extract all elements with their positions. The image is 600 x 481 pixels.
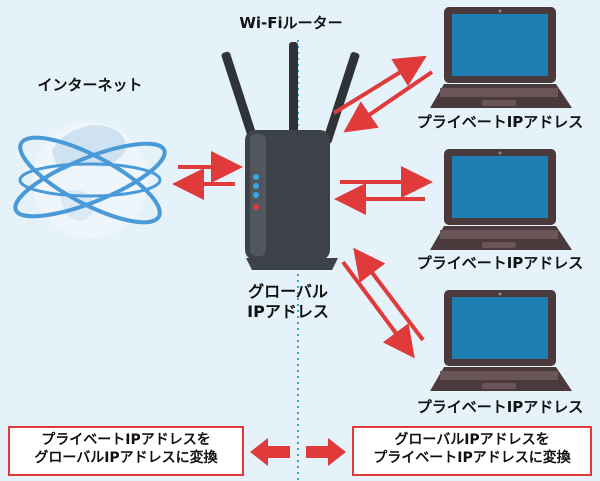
arrow-from-laptop-1 — [343, 70, 434, 133]
private-ip-label-3: プライベートIPアドレス — [416, 398, 584, 416]
private-ip-label-2: プライベートIPアドレス — [416, 254, 584, 272]
double-arrow-icon — [250, 438, 346, 466]
laptop-icon — [430, 290, 572, 391]
global-ip-label-line2: IPアドレス — [247, 302, 329, 321]
nat-outbound-note-line2: グローバルIPアドレスに変換 — [34, 450, 218, 466]
arrow-from-laptop-3 — [353, 247, 425, 342]
global-ip-label: グローバル IPアドレス — [238, 282, 338, 322]
router-icon — [221, 42, 360, 270]
internet-label: インターネット — [37, 76, 143, 94]
laptop-icon — [430, 149, 572, 250]
router-label: Wi-Fiルーター — [239, 14, 343, 32]
nat-outbound-note-line1: プライベートIPアドレスを — [41, 432, 211, 448]
global-ip-label-line1: グローバル — [248, 282, 328, 301]
globe-icon — [13, 122, 167, 238]
nat-outbound-note: プライベートIPアドレスを グローバルIPアドレスに変換 — [8, 426, 244, 476]
nat-inbound-note-line1: グローバルIPアドレスを — [394, 432, 550, 448]
private-ip-label-1: プライベートIPアドレス — [416, 113, 584, 131]
laptop-icon — [430, 7, 572, 108]
nat-inbound-note-line2: プライベートIPアドレスに変換 — [373, 450, 571, 466]
nat-inbound-note: グローバルIPアドレスを プライベートIPアドレスに変換 — [352, 426, 592, 476]
